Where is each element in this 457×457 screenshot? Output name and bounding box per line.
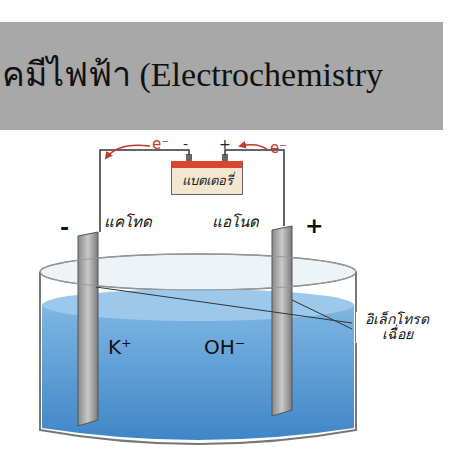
terminal-sign: - [183, 137, 188, 152]
electron-arrow-left [106, 145, 150, 158]
beaker-wall [40, 272, 356, 444]
anode-plate [272, 226, 292, 416]
terminal-sign: + [219, 137, 231, 152]
polarity-sign: - [60, 216, 69, 240]
ion-label: K⁺ [108, 336, 132, 358]
electron-label: e⁻ [152, 136, 169, 153]
electrode-callout: อิเล็กโทรด เฉื่อย [356, 312, 438, 343]
battery-label: แบตเตอรี่ [182, 174, 233, 188]
ion-label: OH⁻ [204, 336, 245, 358]
electrode-label: แคโทด [104, 214, 152, 231]
beaker-rim-front [40, 254, 356, 290]
title-banner [0, 22, 443, 130]
electrode-label: แอโนด [212, 214, 259, 231]
electron-label: e⁻ [270, 140, 287, 157]
leader-line [292, 300, 352, 329]
electron-arrow-right [240, 145, 268, 150]
battery-box: แบตเตอรี่ [171, 161, 243, 195]
title-text: คมีไฟฟ้า (Electrochemistry [2, 56, 383, 93]
leader-line [96, 287, 352, 323]
polarity-sign: + [305, 214, 323, 238]
cathode-plate [78, 232, 98, 426]
